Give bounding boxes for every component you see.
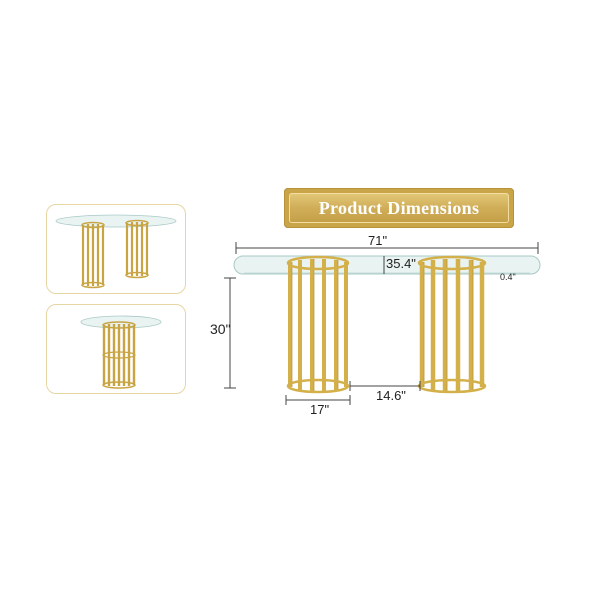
table-side-view-image (55, 214, 177, 289)
banner-title: Product Dimensions (318, 197, 480, 218)
thumbnail-end-view[interactable] (46, 304, 186, 394)
length-label: 71" (368, 233, 388, 248)
table-dimension-drawing (224, 242, 541, 405)
base-gap-label: 14.6" (376, 388, 406, 403)
thickness-label: 0.4" (500, 272, 516, 282)
thumbnail-side-view[interactable] (46, 204, 186, 294)
product-dimensions-banner: Product Dimensions (284, 188, 514, 228)
table-end-view-image (80, 315, 162, 389)
height-label: 30" (210, 321, 231, 337)
dimension-diagram: 71" 35.4" 0.4" 30" 17" 14.6" (210, 232, 550, 422)
width-label: 35.4" (386, 256, 416, 271)
base-diameter-label: 17" (310, 402, 330, 417)
